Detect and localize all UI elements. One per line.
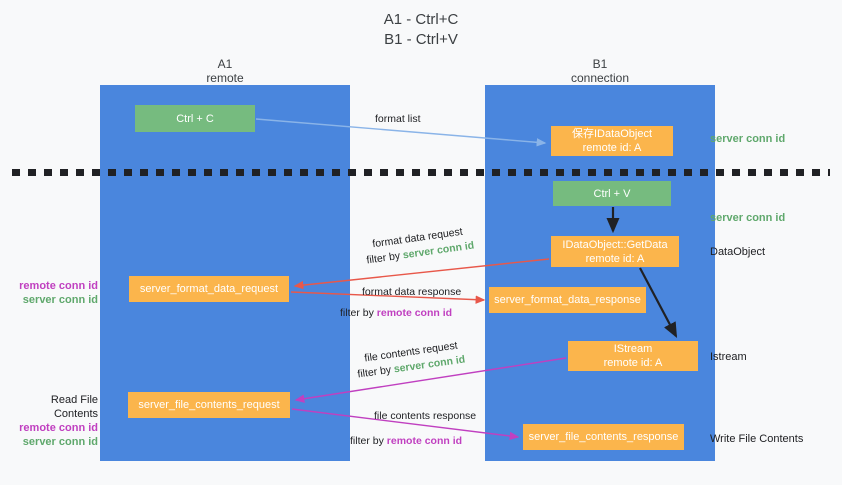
annotation-server-conn-id-top: server conn id — [710, 133, 786, 145]
node-istream-line2: remote id: A — [603, 357, 663, 369]
annotation-server-conn-id-1: server conn id — [22, 294, 98, 306]
annotation-left-file: Read File Contents remote conn id server… — [10, 393, 98, 449]
node-server-file-contents-response[interactable]: server_file_contents_response — [523, 424, 684, 450]
edge-filter-prefix-1: filter by — [365, 249, 404, 267]
edge-filter-format-data-response: filter by remote conn id — [340, 306, 452, 320]
node-save-idataobject[interactable]: 保存IDataObject remote id: A — [551, 126, 673, 156]
title-line-1: A1 - Ctrl+C — [383, 11, 459, 28]
node-server-file-contents-response-label: server_file_contents_response — [528, 431, 679, 443]
node-ctrl-c-label: Ctrl + C — [176, 112, 214, 125]
edge-filter-key-4: remote conn id — [386, 435, 463, 447]
annotation-server-conn-id-2: server conn id — [22, 436, 98, 448]
node-ctrl-c[interactable]: Ctrl + C — [135, 105, 255, 132]
annotation-read-file-contents: Read File Contents — [50, 394, 98, 420]
node-ctrl-v-label: Ctrl + V — [593, 187, 631, 200]
phase-divider — [12, 169, 830, 176]
edge-label-format-data-response: format data response — [362, 286, 462, 298]
node-server-file-contents-request-label: server_file_contents_request — [138, 399, 280, 411]
edge-label-format-list: format list — [375, 113, 421, 125]
node-idataobject-getdata[interactable]: IDataObject::GetData remote id: A — [551, 236, 679, 267]
lane-header-a1-role: remote — [206, 71, 244, 85]
edge-filter-prefix-2: filter by — [340, 307, 377, 319]
annotation-remote-conn-id-1: remote conn id — [19, 280, 98, 292]
lane-header-a1: A1 remote — [100, 57, 350, 85]
node-save-idataobject-line2: remote id: A — [582, 142, 642, 154]
annotation-istream: Istream — [710, 351, 747, 363]
page-title: A1 - Ctrl+C B1 - Ctrl+V — [0, 10, 842, 50]
annotation-remote-conn-id-2: remote conn id — [19, 422, 98, 434]
node-getdata-line1: IDataObject::GetData — [562, 238, 668, 251]
lane-header-b1-name: B1 — [592, 57, 608, 71]
title-line-2: B1 - Ctrl+V — [384, 31, 458, 48]
annotation-server-conn-id-mid: server conn id — [710, 212, 786, 224]
lane-header-b1-role: connection — [570, 71, 630, 85]
annotation-dataobject: DataObject — [710, 246, 766, 258]
edge-filter-key-2: remote conn id — [376, 307, 453, 319]
annotation-left-format: remote conn id server conn id — [10, 279, 98, 307]
node-server-format-data-request-label: server_format_data_request — [139, 283, 279, 295]
edge-filter-prefix-4: filter by — [350, 435, 387, 447]
node-server-file-contents-request[interactable]: server_file_contents_request — [128, 392, 290, 418]
node-server-format-data-response-label: server_format_data_response — [494, 294, 641, 306]
node-save-idataobject-line1: 保存IDataObject — [571, 128, 653, 140]
edge-filter-file-contents-response: filter by remote conn id — [350, 434, 462, 448]
node-istream-line1: IStream — [613, 343, 653, 355]
node-server-format-data-response[interactable]: server_format_data_response — [489, 287, 646, 313]
edge-label-file-contents-response: file contents response — [374, 410, 477, 422]
node-server-format-data-request[interactable]: server_format_data_request — [129, 276, 289, 302]
node-getdata-line2: remote id: A — [585, 252, 645, 265]
node-ctrl-v[interactable]: Ctrl + V — [553, 181, 671, 206]
lane-header-a1-name: A1 — [217, 57, 233, 71]
lane-header-b1: B1 connection — [485, 57, 715, 85]
annotation-write-file-contents: Write File Contents — [710, 433, 804, 445]
edge-filter-prefix-3: filter by — [356, 363, 395, 381]
node-istream[interactable]: IStream remote id: A — [568, 341, 698, 371]
